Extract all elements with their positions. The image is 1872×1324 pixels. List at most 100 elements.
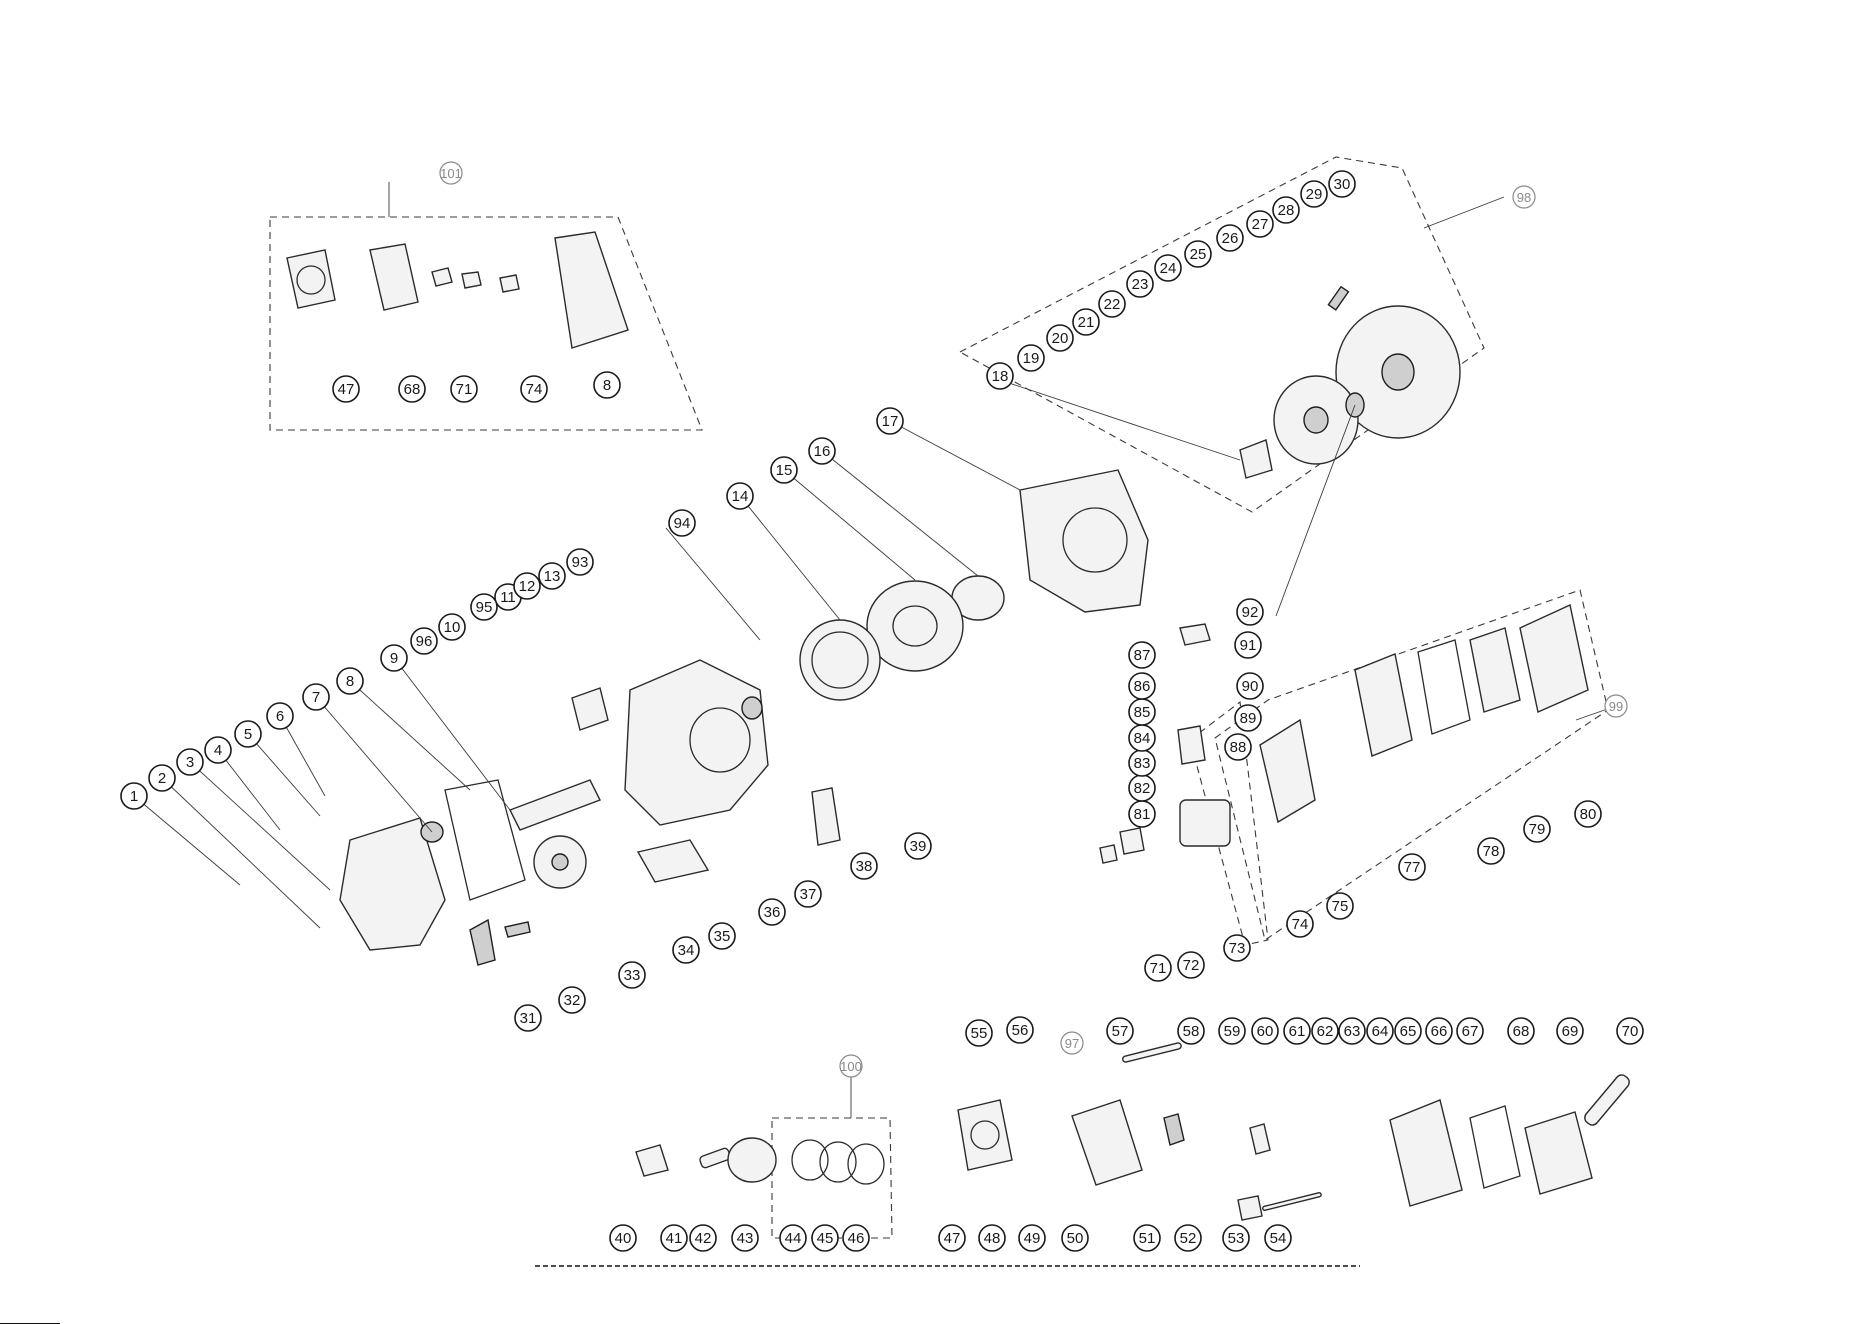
callout-circle bbox=[668, 509, 696, 537]
callout-circle bbox=[1017, 344, 1045, 372]
callout-95: 95 bbox=[470, 593, 498, 621]
callout-number: 36 bbox=[764, 904, 781, 921]
air-filter-foam bbox=[1417, 639, 1471, 735]
callout-number: 71 bbox=[456, 381, 473, 398]
callout-circle bbox=[726, 482, 754, 510]
callout-8: 8 bbox=[336, 667, 364, 695]
callout-1: 1 bbox=[120, 782, 148, 810]
callout-circle bbox=[672, 936, 700, 964]
callout-circle bbox=[1264, 1224, 1292, 1252]
oil-sensor-plate bbox=[636, 839, 710, 883]
callout-88: 88 bbox=[1224, 733, 1252, 761]
camshaft-gear-hub bbox=[551, 853, 569, 871]
callout-19: 19 bbox=[1017, 344, 1045, 372]
callout-93: 93 bbox=[566, 548, 594, 576]
spark-plug bbox=[1163, 1113, 1185, 1146]
callout-number: 47 bbox=[944, 1230, 961, 1247]
callout-35: 35 bbox=[708, 922, 736, 950]
callout-85: 85 bbox=[1128, 698, 1156, 726]
callout-circle bbox=[1512, 185, 1536, 209]
callout-number: 53 bbox=[1228, 1230, 1245, 1247]
throttle-control bbox=[811, 787, 841, 846]
callout-number: 25 bbox=[1190, 246, 1207, 263]
starter-handle bbox=[1327, 285, 1350, 311]
callout-circle bbox=[204, 736, 232, 764]
callout-73: 73 bbox=[1223, 934, 1251, 962]
callout-90: 90 bbox=[1236, 672, 1264, 700]
callout-69: 69 bbox=[1556, 1017, 1584, 1045]
callout-number: 58 bbox=[1183, 1023, 1200, 1040]
callout-number: 2 bbox=[158, 770, 166, 787]
callout-47: 47 bbox=[938, 1224, 966, 1252]
callout-94: 94 bbox=[668, 509, 696, 537]
callout-number: 10 bbox=[444, 619, 461, 636]
flywheel-fan-hub bbox=[892, 605, 938, 647]
callout-circle bbox=[1328, 170, 1356, 198]
gasket-kit-outline bbox=[269, 216, 703, 431]
callout-number: 26 bbox=[1222, 230, 1239, 247]
callout-number: 27 bbox=[1252, 216, 1269, 233]
valve-bracket bbox=[1237, 1195, 1263, 1221]
callout-9: 9 bbox=[380, 644, 408, 672]
callout-circle bbox=[1072, 308, 1100, 336]
callout-number: 43 bbox=[737, 1230, 754, 1247]
callout-circle bbox=[148, 764, 176, 792]
recoil-starter-kit-outline bbox=[958, 156, 1485, 513]
recoil-cover-hub bbox=[1381, 353, 1415, 391]
air-filter-sponge bbox=[1469, 627, 1521, 713]
callout-circle bbox=[1216, 224, 1244, 252]
callout-74: 74 bbox=[1286, 910, 1314, 938]
cylinder-head-gasket bbox=[286, 249, 336, 309]
callout-circle bbox=[1326, 892, 1354, 920]
callout-18: 18 bbox=[986, 362, 1014, 390]
callout-45: 45 bbox=[811, 1224, 839, 1252]
callout-43: 43 bbox=[731, 1224, 759, 1252]
callout-circle bbox=[731, 1224, 759, 1252]
callout-number: 95 bbox=[476, 599, 493, 616]
callout-number: 91 bbox=[1240, 637, 1257, 654]
callout-circle bbox=[1106, 1017, 1134, 1045]
callout-circle bbox=[618, 961, 646, 989]
callout-circle bbox=[1177, 951, 1205, 979]
callout-21: 21 bbox=[1072, 308, 1100, 336]
callout-25: 25 bbox=[1184, 240, 1212, 268]
kit-callout-97: 97 bbox=[1060, 1031, 1084, 1055]
callout-number: 81 bbox=[1134, 806, 1151, 823]
callout-circle bbox=[1272, 196, 1300, 224]
callout-59: 59 bbox=[1218, 1017, 1246, 1045]
callout-44: 44 bbox=[779, 1224, 807, 1252]
callout-number: 45 bbox=[817, 1230, 834, 1247]
callout-54: 54 bbox=[1264, 1224, 1292, 1252]
callout-34: 34 bbox=[672, 936, 700, 964]
callout-circle bbox=[1311, 1017, 1339, 1045]
callout-circle bbox=[513, 572, 541, 600]
callout-66: 66 bbox=[1425, 1017, 1453, 1045]
valve-cover bbox=[1524, 1111, 1593, 1195]
callout-circle bbox=[1234, 704, 1262, 732]
callout-13: 13 bbox=[538, 562, 566, 590]
callout-circle bbox=[850, 852, 878, 880]
callout-circle bbox=[811, 1224, 839, 1252]
callout-number: 30 bbox=[1334, 176, 1351, 193]
callout-number: 9 bbox=[390, 650, 398, 667]
callout-circle bbox=[438, 613, 466, 641]
callout-26: 26 bbox=[1216, 224, 1244, 252]
callout-number: 15 bbox=[776, 462, 793, 479]
callout-circle bbox=[1184, 240, 1212, 268]
callout-89: 89 bbox=[1234, 704, 1262, 732]
callout-75: 75 bbox=[1326, 892, 1354, 920]
ignition-coil bbox=[571, 687, 609, 731]
callout-circle bbox=[1144, 954, 1172, 982]
callout-circle bbox=[234, 720, 262, 748]
callout-circle bbox=[439, 161, 463, 185]
callout-number: 74 bbox=[1292, 916, 1309, 933]
callout-71: 71 bbox=[1144, 954, 1172, 982]
callout-22: 22 bbox=[1098, 290, 1126, 318]
callout-circle bbox=[1223, 934, 1251, 962]
carb-spacer bbox=[1099, 844, 1118, 864]
callout-50: 50 bbox=[1061, 1224, 1089, 1252]
callout-number: 56 bbox=[1012, 1022, 1029, 1039]
callout-33: 33 bbox=[618, 961, 646, 989]
callout-number: 63 bbox=[1344, 1023, 1361, 1040]
callout-38: 38 bbox=[850, 852, 878, 880]
